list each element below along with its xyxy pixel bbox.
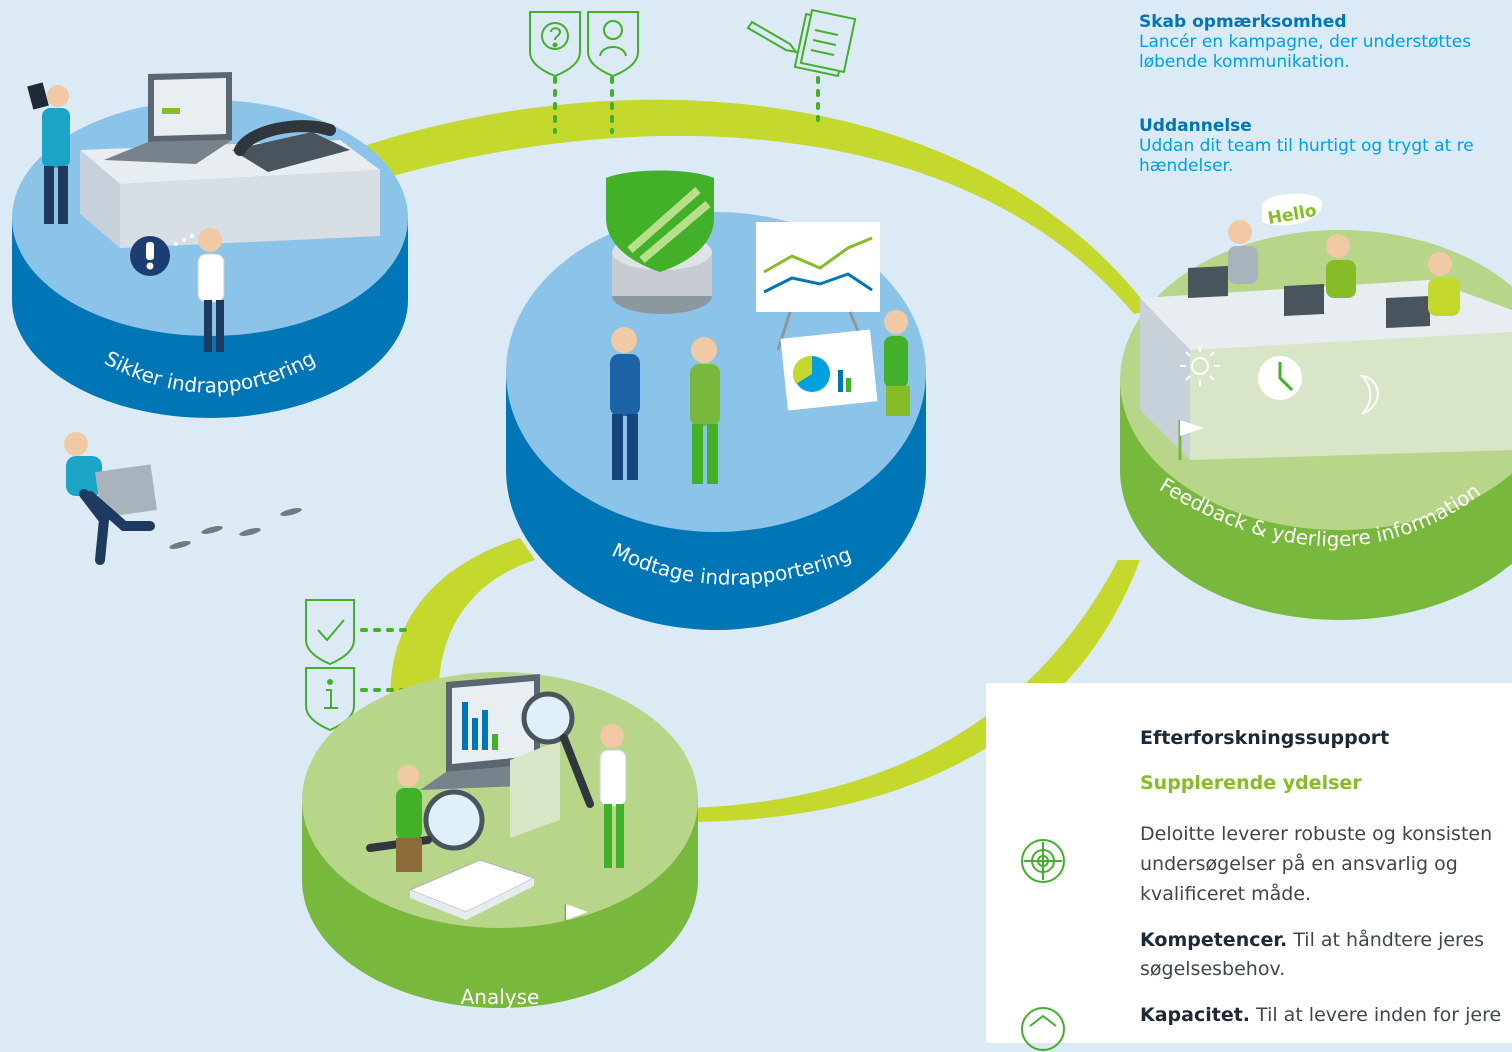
stage-secure-reporting: Sikker indrapportering bbox=[12, 72, 408, 418]
awareness-line-1: Lancér en kampagne, der understøttes bbox=[1139, 32, 1472, 52]
education-line-1: Uddan dit team til hurtigt og trygt at r… bbox=[1139, 136, 1474, 156]
awareness-line-2: løbende kommunikation. bbox=[1139, 52, 1350, 72]
person-shield-icon bbox=[587, 11, 639, 78]
businessman-blue-icon bbox=[610, 327, 640, 480]
moon-icon bbox=[1359, 374, 1379, 415]
person-with-tablet-icon bbox=[27, 82, 70, 224]
businessman-green-icon bbox=[690, 337, 720, 484]
stage-receive-reporting: Modtage indrapportering bbox=[506, 170, 926, 630]
awareness-block: Skab opmærksomhed Lancér en kampagne, de… bbox=[1139, 12, 1471, 72]
panel-body: Deloitte leverer robuste og konsisten un… bbox=[1140, 819, 1512, 909]
panel-body-line-3: kvalificeret måde. bbox=[1140, 883, 1312, 905]
flag-icon bbox=[1178, 420, 1204, 460]
hello-bubble-icon: Hello bbox=[1262, 193, 1322, 229]
support-agent-3-icon bbox=[1428, 252, 1460, 316]
support-agent-1-icon bbox=[1228, 220, 1258, 284]
target-icon bbox=[1021, 839, 1065, 883]
panel-subtitle: Supplerende ydelser bbox=[1140, 772, 1362, 794]
panel-body-line-1: Deloitte leverer robuste og konsisten bbox=[1140, 823, 1493, 845]
info-shield-icon bbox=[305, 667, 355, 732]
item-capacity-text: Til at levere inden for jere bbox=[1250, 1004, 1502, 1026]
stage-feedback: Hello Feedback & yderligere information bbox=[1120, 193, 1512, 620]
education-block: Uddannelse Uddan dit team til hurtigt og… bbox=[1139, 116, 1474, 176]
pencil-document-icon bbox=[746, 8, 857, 78]
stage-analysis: Analyse bbox=[302, 672, 698, 1009]
stage-label-analysis: Analyse bbox=[461, 985, 540, 1009]
support-agent-2-icon bbox=[1326, 234, 1356, 298]
item-competencies-line-2: søgelsesbehov. bbox=[1140, 958, 1286, 980]
panel-item-capacity: Kapacitet. Til at levere inden for jere bbox=[1140, 1001, 1512, 1030]
analyst-woman-icon bbox=[396, 765, 422, 872]
footprints bbox=[169, 508, 302, 549]
exclamation-icon bbox=[130, 234, 194, 276]
item-competencies-text: Til at håndtere jeres bbox=[1287, 929, 1485, 951]
reporting-process-illustration: Sikker indrapportering bbox=[12, 8, 1512, 1009]
clock-icon bbox=[1258, 356, 1302, 400]
capacity-icon bbox=[1021, 1007, 1065, 1051]
education-title: Uddannelse bbox=[1139, 116, 1252, 136]
panel-title: Efterforskningssupport bbox=[1140, 727, 1390, 749]
presenter-woman-icon bbox=[884, 310, 910, 416]
check-shield-icon bbox=[305, 599, 355, 666]
awareness-title: Skab opmærksomhed bbox=[1139, 12, 1347, 32]
analyst-man-icon bbox=[599, 724, 627, 868]
top-arc bbox=[300, 99, 1150, 314]
panel-item-competencies: Kompetencer. Til at håndtere jeres søgel… bbox=[1140, 926, 1512, 984]
education-line-2: hændelser. bbox=[1139, 156, 1234, 176]
running-person-icon bbox=[64, 432, 157, 565]
item-competencies-label: Kompetencer. bbox=[1140, 929, 1288, 951]
panel-body-line-2: undersøgelser på en ansvarlig og bbox=[1140, 853, 1458, 875]
flag-icon bbox=[564, 904, 588, 940]
question-shield-icon bbox=[529, 11, 581, 78]
worried-person-icon bbox=[197, 228, 225, 352]
sun-icon bbox=[1180, 346, 1220, 386]
item-capacity-label: Kapacitet. bbox=[1140, 1004, 1251, 1026]
investigation-support-panel: Efterforskningssupport Supplerende ydels… bbox=[986, 683, 1512, 1051]
top-connector-icons bbox=[529, 8, 857, 134]
